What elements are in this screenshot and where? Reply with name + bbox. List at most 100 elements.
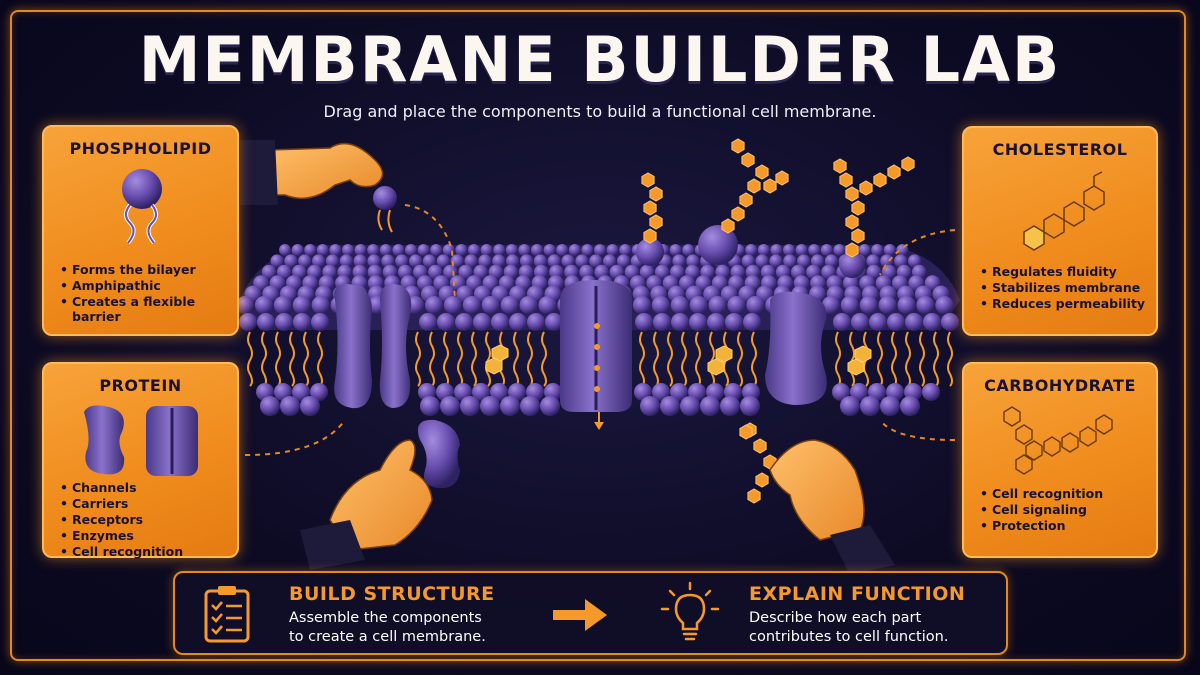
lipid-head	[640, 396, 660, 416]
lipid-head	[455, 244, 468, 256]
lipid-head	[493, 244, 506, 256]
lipid-head	[760, 264, 776, 280]
lipid-tail	[247, 331, 253, 387]
lipid-head	[941, 313, 959, 331]
sugar-unit	[845, 214, 859, 230]
lipid-head	[689, 313, 707, 331]
cholesterol-card[interactable]: CHOLESTEROL Regulates fluidity Stabilize…	[962, 126, 1158, 336]
list-item: Forms the bilayer	[58, 262, 229, 277]
lipid-head	[261, 264, 277, 280]
lipid-head	[686, 254, 700, 268]
lipid-head	[430, 244, 443, 256]
protein-title: PROTEIN	[99, 376, 182, 395]
lipid-head	[745, 264, 761, 280]
lipid-tail	[947, 331, 953, 387]
lipid-tail	[415, 331, 421, 387]
lipid-head	[531, 244, 543, 256]
sugar-unit	[649, 186, 663, 202]
lipid-head	[850, 383, 868, 401]
lipid-head	[561, 254, 575, 268]
lipid-head	[527, 313, 545, 331]
carbohydrate-card[interactable]: CARBOHYDRATE Cell recognition Cell signa…	[962, 362, 1158, 558]
lipid-head	[922, 383, 940, 401]
sugar-unit	[845, 186, 859, 202]
lipid-head	[422, 254, 437, 268]
list-item: Protection	[978, 518, 1148, 533]
sugar-unit	[731, 206, 745, 222]
protein-card[interactable]: PROTEIN Channels Carriers Receptors Enzy…	[42, 362, 239, 560]
lipid-head	[720, 396, 740, 416]
phospholipid-list: Forms the bilayer Amphipathic Creates a …	[58, 262, 229, 325]
list-item: Receptors	[58, 512, 229, 527]
lipid-head	[392, 244, 405, 256]
lipid-head	[741, 254, 755, 268]
lipid-head	[859, 296, 878, 314]
lipid-head	[797, 254, 811, 268]
lipid-head	[707, 313, 725, 331]
lipid-tail	[639, 331, 645, 387]
explain-function-title: EXPLAIN FUNCTION	[749, 583, 966, 605]
phospholipid-icon	[122, 169, 162, 245]
lipid-head	[464, 254, 478, 268]
lipid-tail	[513, 331, 519, 387]
lipid-head	[923, 313, 941, 331]
lipid-head	[443, 296, 462, 314]
lipid-head	[616, 254, 631, 268]
lipid-head	[755, 254, 769, 268]
lipid-head	[480, 396, 500, 416]
lipid-head	[420, 396, 440, 416]
lipid-head	[808, 244, 821, 256]
lipid-head	[757, 244, 770, 256]
lipid-head	[783, 244, 795, 256]
lipid-head	[500, 396, 520, 416]
lipid-head	[440, 396, 460, 416]
lipid-head	[409, 254, 423, 268]
lipid-head	[547, 254, 561, 268]
lipid-head	[276, 264, 292, 280]
steps-bar: BUILD STRUCTURE Assemble the components …	[173, 571, 1008, 655]
sugar-unit	[851, 228, 865, 244]
lipid-head	[745, 244, 758, 256]
lipid-head	[727, 296, 746, 314]
phospholipid-card[interactable]: PHOSPHOLIPID Forms the bilayer Amphipath…	[42, 125, 239, 336]
lipid-tail	[737, 331, 743, 387]
sugar-unit	[643, 200, 657, 216]
lipid-tail	[891, 331, 897, 387]
lipid-tail	[653, 331, 659, 387]
list-item: Carriers	[58, 496, 229, 511]
carbohydrate-list: Cell recognition Cell signaling Protecti…	[978, 486, 1148, 534]
cholesterol-list: Regulates fluidity Stabilizes membrane R…	[978, 264, 1148, 312]
lipid-head	[284, 254, 298, 268]
lipid-head	[858, 244, 871, 256]
lipid-head	[279, 244, 291, 256]
lipid-head	[472, 383, 490, 401]
lipid-head	[367, 264, 383, 280]
lipid-head	[316, 244, 329, 256]
lipid-head	[395, 254, 409, 268]
hand-top-left	[269, 142, 384, 200]
lipid-head	[549, 264, 564, 280]
lipid-head	[367, 254, 381, 268]
carbohydrate-icon	[1003, 406, 1113, 475]
lipid-tail	[457, 331, 463, 387]
lipid-head	[783, 254, 797, 268]
lipid-head	[670, 264, 685, 280]
lipid-head	[518, 244, 531, 256]
lipid-head	[820, 244, 833, 256]
lipid-head	[293, 313, 311, 331]
lipid-head	[894, 254, 908, 268]
lipid-head	[769, 254, 783, 268]
lipid-head	[880, 396, 900, 416]
lipid-head	[635, 313, 653, 331]
lipid-head	[840, 296, 859, 314]
protein-list: Channels Carriers Receptors Enzymes Cell…	[58, 480, 229, 560]
sugar-unit	[833, 158, 847, 174]
lipid-head	[236, 296, 254, 314]
build-structure-line2: to create a cell membrane.	[289, 629, 486, 645]
lipid-head	[594, 244, 606, 256]
lipid-tail	[443, 331, 449, 387]
lipid-tail	[667, 331, 673, 387]
lipid-head	[883, 244, 896, 256]
sugar-unit	[747, 178, 761, 194]
lipid-head	[519, 254, 534, 268]
